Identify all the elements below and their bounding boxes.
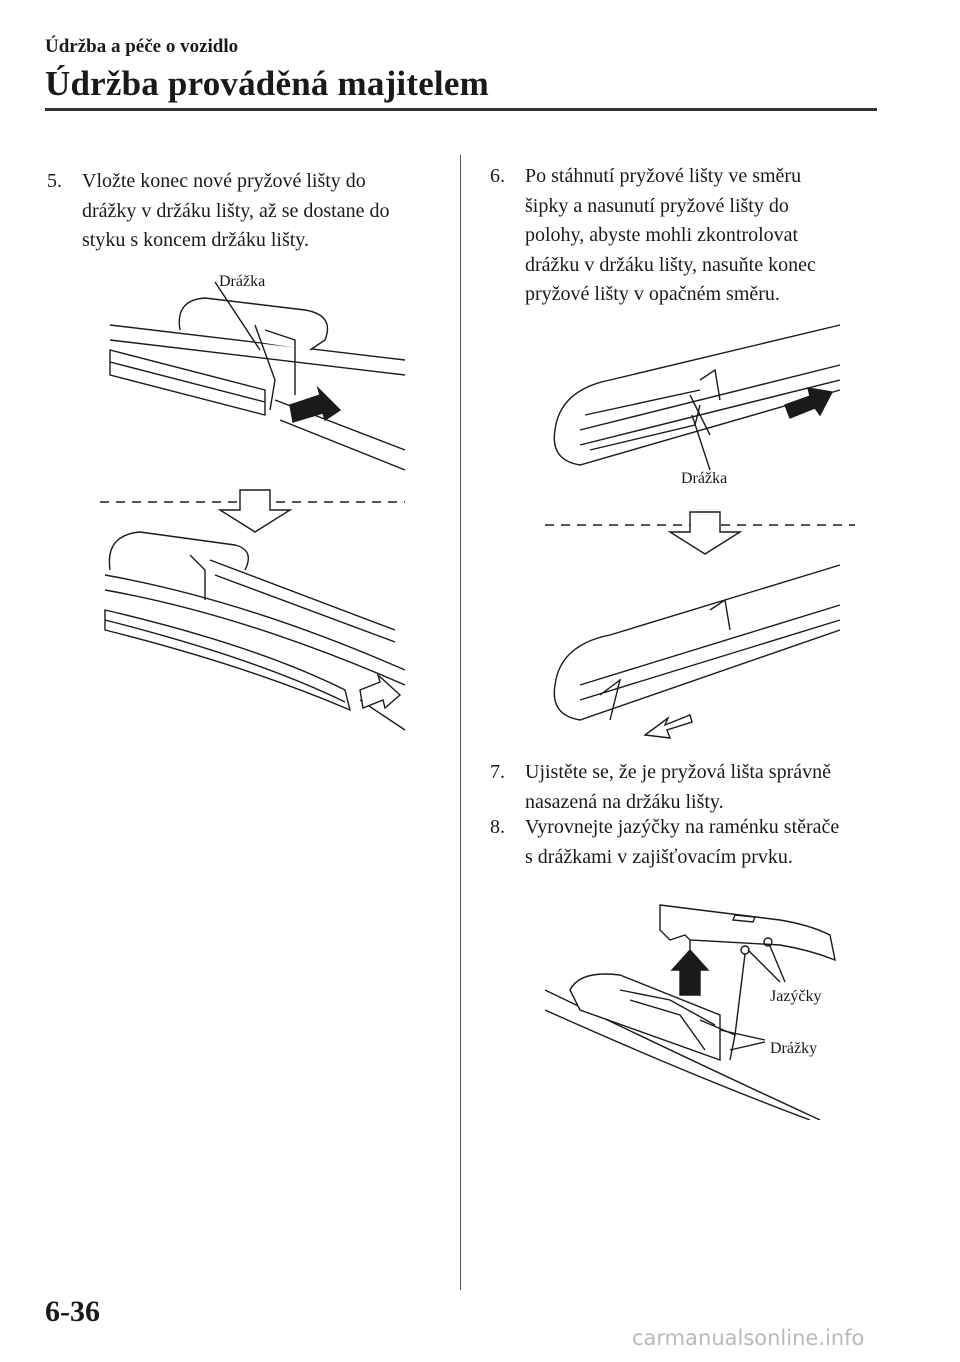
- fig6-groove-label: Drážka: [681, 470, 728, 487]
- chapter-title: Údržba prováděná majitelem: [45, 64, 489, 103]
- section-label: Údržba a péče o vozidlo: [45, 36, 239, 57]
- step-number: 7.: [490, 761, 505, 783]
- watermark: carmanualsonline.info: [632, 1326, 865, 1350]
- step-text: Vložte konec nové pryžové lišty do drážk…: [82, 167, 390, 256]
- step-8: 8. Vyrovnejte jazýčky na raménku stěrače…: [490, 813, 910, 873]
- step-line: Ujistěte se, že je pryžová lišta správně: [525, 761, 831, 783]
- step-line: Vložte konec nové pryžové lišty do: [82, 170, 366, 192]
- step-line: drážky v držáku lišty, až se dostane do: [82, 199, 390, 222]
- step-line: pryžové lišty v opačném směru.: [525, 283, 780, 305]
- header-rule: [45, 108, 877, 111]
- step-line: s drážkami v zajišťovacím prvku.: [525, 845, 793, 868]
- step-line: drážku v držáku lišty, nasuňte konec: [525, 253, 816, 276]
- step-number: 8.: [490, 816, 505, 838]
- step-line: polohy, abyste mohli zkontrolovat: [525, 224, 799, 246]
- step-line: nasazená na držáku lišty.: [525, 790, 724, 813]
- step-line: šipky a nasunutí pryžové lišty do: [525, 194, 789, 217]
- step-7: 7. Ujistěte se, že je pryžová lišta sprá…: [490, 758, 910, 818]
- fig5-groove-label: Drážka: [219, 273, 266, 290]
- wiper-blade-slide-figure: [545, 324, 855, 739]
- step-line: Vyrovnejte jazýčky na raménku stěrače: [525, 816, 840, 838]
- wiper-blade-insert-figure: [100, 281, 406, 731]
- step-text: Vyrovnejte jazýčky na raménku stěrače s …: [525, 813, 839, 872]
- step-number: 6.: [490, 165, 505, 187]
- step-number: 5.: [47, 170, 62, 192]
- wiper-arm-attach-figure: [544, 904, 836, 1120]
- step-line: Po stáhnutí pryžové lišty ve směru: [525, 165, 802, 187]
- fig8-tabs-label: Jazýčky: [770, 988, 822, 1005]
- step-line: styku s koncem držáku lišty.: [82, 229, 310, 251]
- fig8-grooves-label: Drážky: [770, 1040, 818, 1057]
- step-6: 6. Po stáhnutí pryžové lišty ve směru ši…: [490, 162, 910, 312]
- step-5: 5. Vložte konec nové pryžové lišty do dr…: [47, 167, 447, 257]
- step-text: Ujistěte se, že je pryžová lišta správně…: [525, 758, 831, 817]
- column-divider: [460, 155, 461, 1290]
- page-number: 6-36: [45, 1295, 100, 1328]
- step-text: Po stáhnutí pryžové lišty ve směru šipky…: [525, 162, 816, 310]
